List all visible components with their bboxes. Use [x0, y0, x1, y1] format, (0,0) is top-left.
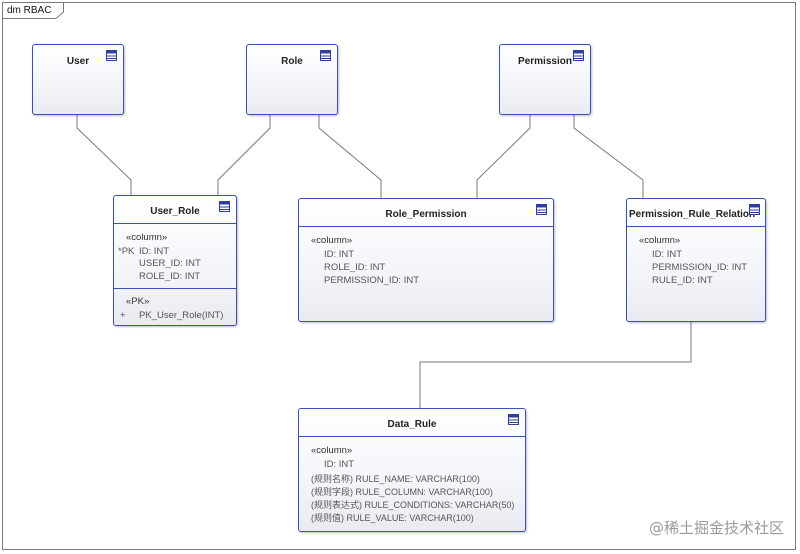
entity-permission[interactable]: Permission [499, 44, 591, 115]
table-icon [106, 50, 117, 61]
column-row: (规则值) RULE_VALUE: VARCHAR(100) [311, 513, 474, 523]
entity-permission-rule-relation[interactable]: Permission_Rule_Relation «column» ID: IN… [626, 198, 766, 322]
column-row: (规则字段) RULE_COLUMN: VARCHAR(100) [311, 487, 493, 497]
table-icon [536, 204, 547, 215]
pk-stereotype: «PK» [126, 296, 150, 307]
entity-role-permission[interactable]: Role_Permission «column» ID: INT ROLE_ID… [298, 198, 554, 322]
diagram-frame-tab: dm RBAC [2, 2, 64, 19]
column-stereotype: «column» [126, 232, 168, 243]
entity-title: Role_Permission [385, 209, 467, 220]
column-stereotype: «column» [311, 235, 353, 246]
column-row: ID: INT [139, 246, 170, 257]
column-stereotype: «column» [311, 445, 353, 456]
entity-user[interactable]: User [32, 44, 124, 115]
connector-permission-role-permission [476, 115, 531, 198]
column-row: ROLE_ID: INT [324, 262, 386, 273]
connector-role-user-role [217, 115, 271, 195]
column-row: USER_ID: INT [139, 258, 201, 269]
pk-marker: *PK [118, 246, 135, 257]
column-stereotype: «column» [639, 235, 681, 246]
frame-label: dm RBAC [7, 5, 52, 16]
column-row: ID: INT [652, 249, 683, 260]
entity-data-rule[interactable]: Data_Rule «column» ID: INT (规则名称) RULE_N… [298, 408, 526, 532]
table-icon [508, 414, 519, 425]
connector-user-user-role [76, 115, 132, 195]
column-row: PERMISSION_ID: INT [324, 275, 420, 286]
connector-permission-rule-relation-data-rule [419, 322, 692, 408]
column-row: ID: INT [324, 459, 355, 470]
column-row: (规则名称) RULE_NAME: VARCHAR(100) [311, 474, 480, 484]
entity-title: Permission_Rule_Relation [629, 209, 756, 220]
table-icon [573, 50, 584, 61]
entity-title: User [66, 56, 90, 67]
column-row: RULE_ID: INT [652, 275, 713, 286]
title-divider [299, 226, 553, 227]
title-divider [299, 436, 525, 437]
frame-tab-outline [2, 2, 64, 19]
pk-operation: PK_User_Role(INT) [139, 310, 224, 321]
title-divider [627, 226, 765, 227]
operation-visibility: + [120, 310, 126, 321]
entity-user-role[interactable]: User_Role «column» *PK ID: INT USER_ID: … [113, 195, 237, 326]
column-row: PERMISSION_ID: INT [652, 262, 748, 273]
table-icon [320, 50, 331, 61]
column-row: (规则表达式) RULE_CONDITIONS: VARCHAR(50) [311, 500, 515, 510]
watermark: @稀土掘金技术社区 [648, 519, 784, 537]
connector-role-role-permission [318, 115, 382, 198]
entity-role[interactable]: Role [246, 44, 338, 115]
title-divider [114, 223, 236, 224]
table-icon [749, 204, 760, 215]
entity-title: Permission [518, 56, 572, 67]
connector-permission-permission-rule-relation [573, 115, 644, 198]
table-icon [219, 201, 230, 212]
columns-divider [114, 288, 236, 289]
entity-title: Role [281, 56, 303, 67]
column-row: ID: INT [324, 249, 355, 260]
column-row: ROLE_ID: INT [139, 271, 201, 282]
entity-title: Data_Rule [387, 419, 437, 430]
entity-title: User_Role [150, 206, 200, 217]
